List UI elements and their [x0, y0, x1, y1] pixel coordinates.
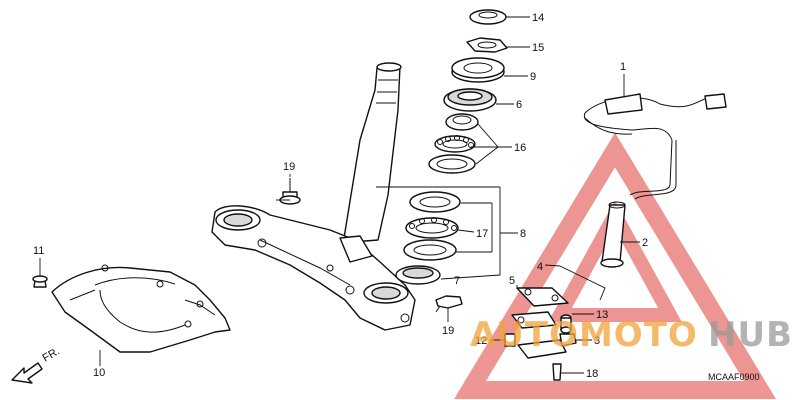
stem-cover	[51, 264, 231, 353]
callout-16: 16	[514, 142, 526, 154]
steering-stem	[343, 62, 402, 243]
sensor-harness	[583, 93, 727, 141]
callout-13: 13	[596, 309, 608, 321]
callout-10: 10	[93, 367, 105, 379]
lower-bearing-set	[403, 191, 461, 261]
watermark-brand-right: HUB	[708, 315, 793, 355]
callout-2: 2	[642, 237, 648, 249]
diagram-code: MCAAF0900	[708, 372, 760, 382]
steering-damper	[600, 139, 677, 268]
lower-triple-clamp	[211, 205, 416, 331]
callout-11: 11	[33, 245, 44, 257]
callout-18: 18	[586, 368, 598, 380]
leader-lines	[39, 16, 640, 374]
callout-8: 8	[520, 228, 526, 240]
watermark-logo	[454, 132, 776, 399]
callout-1: 1	[620, 61, 626, 73]
stem-nut	[469, 9, 507, 25]
callout-14: 14	[532, 12, 544, 24]
dust-seal	[443, 88, 497, 112]
adjusting-nut	[451, 57, 505, 83]
bolt-lower-19	[435, 295, 463, 313]
front-direction-arrow: FR.	[11, 345, 62, 384]
lock-washer	[466, 37, 508, 53]
callout-6: 6	[516, 99, 522, 111]
watermark-brand-left: AUTOMOTO	[470, 315, 698, 355]
callout-12: 12	[475, 335, 487, 347]
bolt-upper-19	[276, 178, 301, 205]
callout-3: 3	[594, 335, 600, 347]
callout-7: 7	[454, 275, 460, 287]
callout-19-lower: 19	[442, 325, 454, 337]
callout-19-upper: 19	[283, 161, 295, 173]
callout-17: 17	[476, 228, 488, 240]
callout-labels: 14 15 9 6 16 17 8 7 1 2 4 5 13 3 12 18 1…	[33, 12, 648, 380]
callout-9: 9	[530, 71, 536, 83]
callout-5: 5	[509, 275, 515, 287]
callout-15: 15	[532, 42, 544, 54]
bolt-11	[32, 275, 48, 288]
direction-label: FR.	[41, 345, 62, 364]
damper-bracket	[504, 287, 577, 381]
callout-4: 4	[537, 261, 543, 273]
upper-bearing-set	[428, 113, 479, 174]
lower-dust-seal	[395, 265, 441, 285]
watermark-brand: AUTOMOTO HUB	[470, 315, 793, 355]
